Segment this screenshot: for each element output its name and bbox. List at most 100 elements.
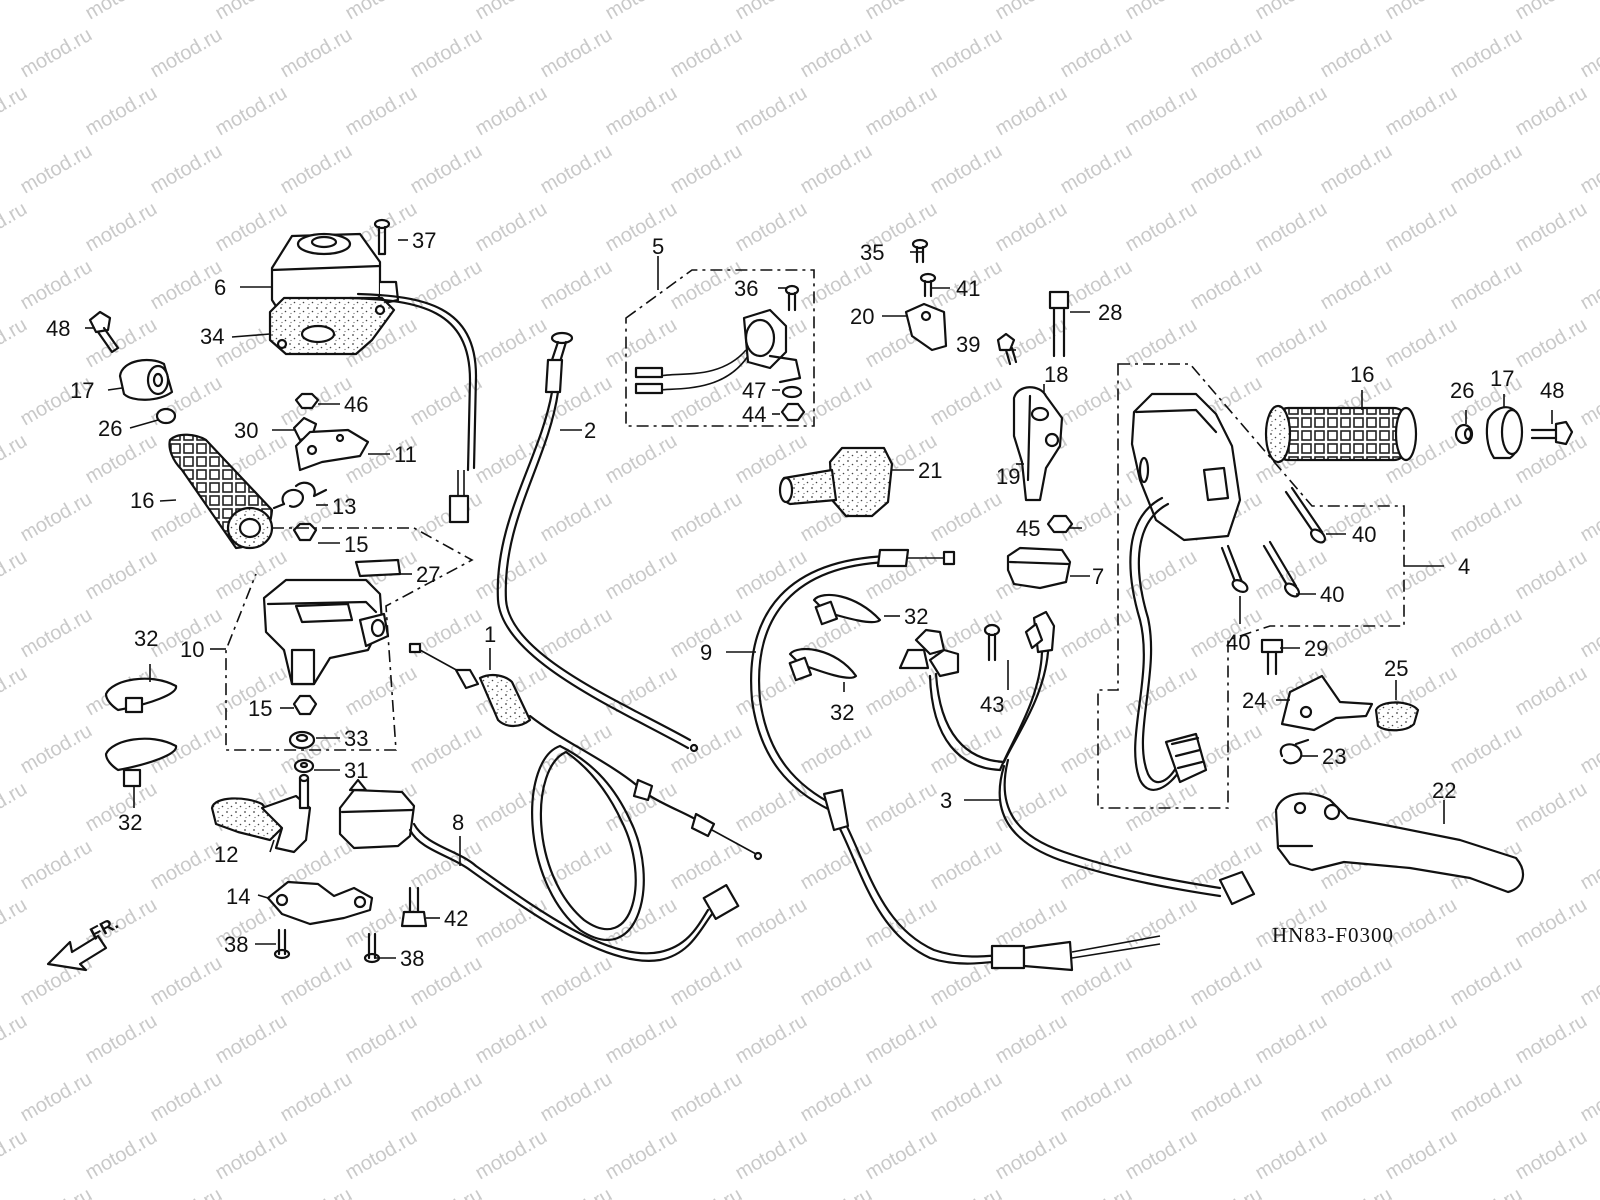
watermark-text: motod.ru xyxy=(732,1126,811,1185)
callout-27: 27 xyxy=(416,562,440,587)
switch-5 xyxy=(634,308,802,395)
watermark-text: motod.ru xyxy=(1057,1184,1136,1200)
watermark-text: motod.ru xyxy=(1512,0,1591,24)
callout-41: 41 xyxy=(956,276,980,301)
watermark-text: motod.ru xyxy=(602,198,681,257)
watermark-text: motod.ru xyxy=(472,1010,551,1069)
callout-24: 24 xyxy=(1242,688,1266,713)
throttle-housing-gasket xyxy=(268,296,396,356)
watermark-text: motod.ru xyxy=(732,1010,811,1069)
callout-7: 7 xyxy=(1092,564,1104,589)
switch-8-connector xyxy=(702,884,740,920)
watermark-text: motod.ru xyxy=(1382,198,1461,257)
brake-lever-22 xyxy=(1274,792,1525,894)
watermark-text: motod.ru xyxy=(0,1010,31,1069)
watermark-text: motod.ru xyxy=(732,82,811,141)
screw-40-middle xyxy=(1262,540,1301,598)
watermark-text: motod.ru xyxy=(17,604,96,663)
watermark-text: motod.ru xyxy=(1122,0,1201,24)
bolt-28 xyxy=(1048,290,1070,358)
watermark-text: motod.ru xyxy=(0,546,31,605)
watermark-text: motod.ru xyxy=(0,198,31,257)
watermark-text: motod.ru xyxy=(1577,488,1600,547)
watermark-text: motod.ru xyxy=(1577,140,1600,199)
callout-22: 22 xyxy=(1432,778,1456,803)
watermark-text: motod.ru xyxy=(82,198,161,257)
watermark-text: motod.ru xyxy=(407,720,486,779)
watermark-text: motod.ru xyxy=(927,1068,1006,1127)
callout-33: 33 xyxy=(344,726,368,751)
assembly-10-boundary xyxy=(225,527,474,751)
screw-35 xyxy=(911,238,929,264)
callout-2: 2 xyxy=(584,418,596,443)
watermark-text: motod.ru xyxy=(212,0,291,24)
band-32-left-upper xyxy=(104,677,178,714)
watermark-text: motod.ru xyxy=(342,0,421,24)
watermark-text: motod.ru xyxy=(862,1126,941,1185)
callout-19: 19 xyxy=(996,464,1020,489)
watermark-text: motod.ru xyxy=(1512,314,1591,373)
watermark-text: motod.ru xyxy=(147,952,226,1011)
watermark-text: motod.ru xyxy=(17,140,96,199)
collar-26-right xyxy=(1454,423,1474,445)
plate-27 xyxy=(354,558,402,578)
watermark-text: motod.ru xyxy=(1057,488,1136,547)
collar-26-left xyxy=(155,407,177,425)
watermark-text: motod.ru xyxy=(1187,1184,1266,1200)
watermark-text: motod.ru xyxy=(1512,1010,1591,1069)
watermark-text: motod.ru xyxy=(1317,1184,1396,1200)
throttle-housing-10 xyxy=(262,578,390,686)
watermark-text: motod.ru xyxy=(537,256,616,315)
callout-labels: 37 6 34 48 17 26 16 46 30 11 13 15 27 10… xyxy=(46,228,1564,971)
watermark-text: motod.ru xyxy=(277,1184,356,1200)
watermark-text: motod.ru xyxy=(472,82,551,141)
watermark-text: motod.ru xyxy=(667,952,746,1011)
switch-7 xyxy=(1006,546,1072,590)
watermark-text: motod.ru xyxy=(1447,1184,1526,1200)
watermark-text: motod.ru xyxy=(1577,720,1600,779)
band-32-center-upper xyxy=(812,593,882,626)
callout-4: 4 xyxy=(1458,554,1470,579)
watermark-text: motod.ru xyxy=(992,778,1071,837)
watermark-text: motod.ru xyxy=(1252,82,1331,141)
cable-1 xyxy=(408,642,763,861)
watermark-text: motod.ru xyxy=(1187,140,1266,199)
nut-46 xyxy=(294,392,320,410)
watermark-text: motod.ru xyxy=(277,952,356,1011)
watermark-text: motod.ru xyxy=(1252,0,1331,24)
callout-12: 12 xyxy=(214,842,238,867)
callout-23: 23 xyxy=(1322,744,1346,769)
watermark-text: motod.ru xyxy=(0,1126,31,1185)
callout-40-lower: 40 xyxy=(1226,630,1250,655)
watermark-text: motod.ru xyxy=(1252,1010,1331,1069)
callout-15-lower: 15 xyxy=(248,696,272,721)
watermark-text: motod.ru xyxy=(1577,836,1600,895)
watermark-text: motod.ru xyxy=(1447,604,1526,663)
connector-lead xyxy=(457,470,465,496)
watermark-text: motod.ru xyxy=(277,1068,356,1127)
collar-15-upper xyxy=(292,522,318,542)
throttle-cover-wire xyxy=(348,296,472,472)
watermark-text: motod.ru xyxy=(0,314,31,373)
figure-code: HN83-F0300 xyxy=(1272,923,1394,947)
watermark-text: motod.ru xyxy=(1577,24,1600,83)
watermark-text: motod.ru xyxy=(797,720,876,779)
watermark-text: motod.ru xyxy=(732,778,811,837)
watermark-text: motod.ru xyxy=(407,1068,486,1127)
throttle-cover-wire-2 xyxy=(356,292,478,470)
watermark-text: motod.ru xyxy=(82,1126,161,1185)
watermark-text: motod.ru xyxy=(1382,82,1461,141)
watermark-text: motod.ru xyxy=(147,1184,226,1200)
callout-34: 34 xyxy=(200,324,224,349)
watermark-text: motod.ru xyxy=(0,0,31,24)
watermark-text: motod.ru xyxy=(277,24,356,83)
watermark-text: motod.ru xyxy=(1512,1126,1591,1185)
watermark-text: motod.ru xyxy=(732,198,811,257)
watermark-text: motod.ru xyxy=(732,546,811,605)
watermark-text: motod.ru xyxy=(927,488,1006,547)
watermark-text: motod.ru xyxy=(17,836,96,895)
watermark-text: motod.ru xyxy=(1187,952,1266,1011)
watermark-text: motod.ru xyxy=(1057,836,1136,895)
watermark-text: motod.ru xyxy=(732,0,811,24)
nut-44 xyxy=(780,402,806,422)
